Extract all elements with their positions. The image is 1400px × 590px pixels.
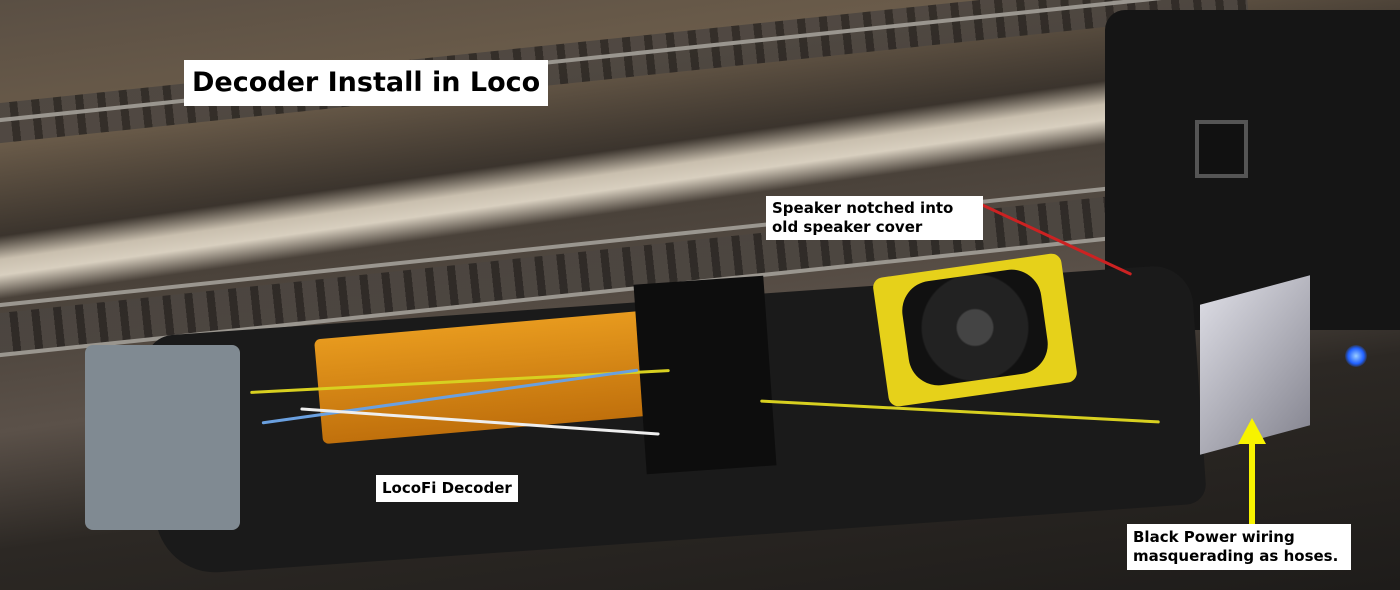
locomotive-cab bbox=[85, 345, 240, 530]
arrow-shaft bbox=[1249, 440, 1255, 526]
power-annotation-line1: Black Power wiring bbox=[1133, 528, 1295, 546]
electrical-tape bbox=[633, 275, 777, 475]
speaker-annotation-line2: old speaker cover bbox=[772, 217, 923, 236]
title-annotation: Decoder Install in Loco bbox=[184, 60, 549, 106]
tender-window bbox=[1195, 120, 1248, 178]
decoder-annotation: LocoFi Decoder bbox=[376, 475, 518, 502]
power-annotation-line2: masquerading as hoses. bbox=[1133, 546, 1339, 565]
power-wiring-annotation: Black Power wiring masquerading as hoses… bbox=[1127, 524, 1351, 570]
speaker bbox=[898, 265, 1052, 390]
speaker-annotation-line1: Speaker notched into bbox=[772, 199, 954, 217]
blue-led bbox=[1345, 345, 1367, 367]
speaker-annotation: Speaker notched into old speaker cover bbox=[766, 196, 983, 240]
arrow-up-icon bbox=[1238, 418, 1266, 444]
